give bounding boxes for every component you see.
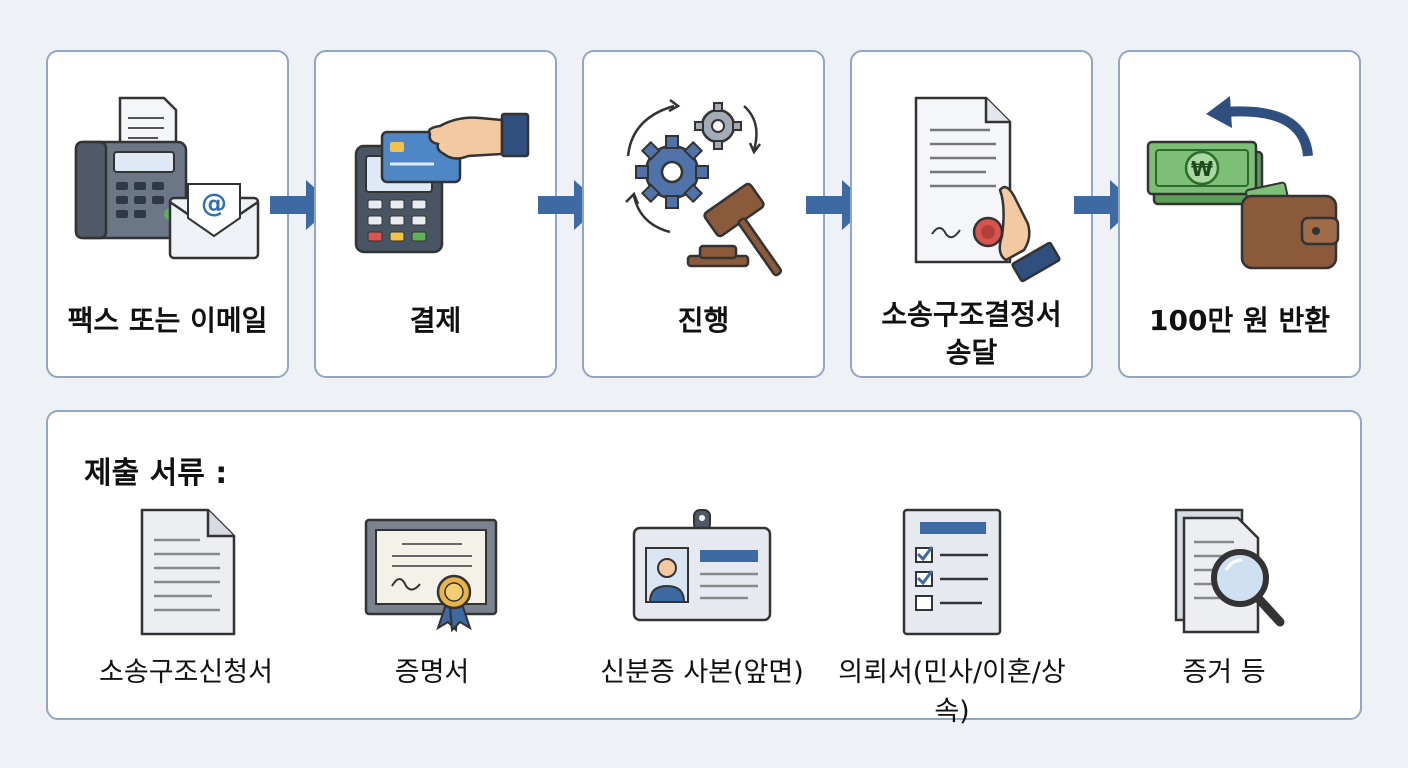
step-label: 결제: [409, 304, 462, 337]
id-card-icon: [632, 509, 772, 622]
document-label: 소송구조신청서: [99, 657, 273, 688]
certificate-icon: [364, 518, 498, 633]
documents-title: 제출 서류 :: [84, 456, 228, 491]
money-refund-wallet-icon: ₩: [1146, 96, 1340, 270]
document-label: 의뢰서(민사/이혼/상속): [838, 657, 1066, 727]
svg-text:₩: ₩: [1191, 157, 1213, 181]
step-label: 진행: [677, 304, 730, 337]
step-label: 팩스 또는 이메일: [67, 304, 268, 337]
document-item-request-form: 의뢰서(민사/이혼/상속): [822, 508, 1082, 727]
checklist-icon: [902, 508, 1002, 636]
required-documents-panel: 제출 서류 : 소송구조신청서 증명서: [46, 410, 1362, 727]
document-item-evidence: 증거 등: [1094, 508, 1354, 698]
document-item-application: 소송구조신청서: [56, 508, 316, 698]
sealed-document-in-hand-icon: [914, 96, 1061, 283]
svg-text:@: @: [201, 189, 227, 219]
step-label: 100만 원 반환: [1149, 304, 1330, 337]
document-label: 증명서: [394, 657, 470, 688]
gears-and-gavel-icon: [625, 99, 783, 277]
document-item-id-copy: 신분증 사본(앞면): [572, 508, 832, 698]
document-label: 증거 등: [1182, 657, 1266, 688]
document-icon: [140, 508, 236, 636]
step-card-payment: 결제: [314, 50, 557, 378]
step-card-fax-email: @ 팩스 또는 이메일: [46, 50, 289, 378]
document-label: 신분증 사본(앞면): [600, 657, 804, 688]
document-item-certificate: 증명서: [302, 508, 562, 698]
card-payment-terminal-icon: [354, 112, 530, 254]
fax-email-icon: @: [74, 96, 260, 260]
step-card-progress: 진행: [582, 50, 825, 378]
step-card-refund: ₩ 100만 원 반환: [1118, 50, 1361, 378]
evidence-magnifier-icon: [1174, 508, 1285, 634]
